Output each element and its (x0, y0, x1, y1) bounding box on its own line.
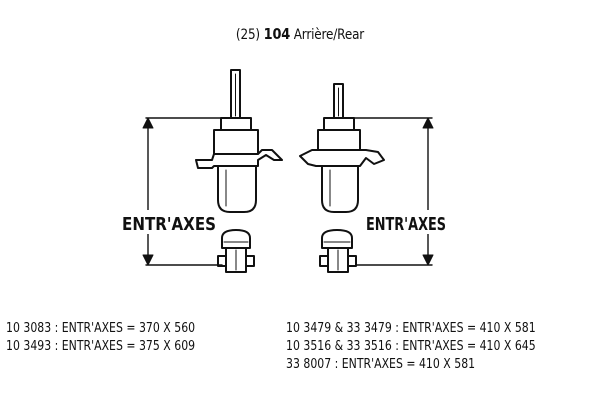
shock-absorber-drawing: ENTR'AXES ENTR'AXES (120, 69, 446, 273)
header-model: 104 (263, 25, 291, 43)
left-shock-absorber (142, 69, 283, 273)
reference-line: 10 3083 : ENTR'AXES = 370 X 560 (6, 321, 196, 336)
right-dimension-label: ENTR'AXES (366, 214, 446, 235)
page-header: (25) 104 Arrière/Rear (42, 25, 558, 43)
reference-list-right: 10 3479 & 33 3479 : ENTR'AXES = 410 X 58… (286, 320, 536, 374)
reference-line: 10 3493 : ENTR'AXES = 375 X 609 (6, 339, 196, 354)
reference-line: 33 8007 : ENTR'AXES = 410 X 581 (286, 357, 476, 372)
reference-list-left: 10 3083 : ENTR'AXES = 370 X 560 10 3493 … (6, 320, 195, 356)
reference-line: 10 3479 & 33 3479 : ENTR'AXES = 410 X 58… (286, 321, 536, 336)
header-prefix: (25) (235, 27, 260, 43)
left-dimension-label: ENTR'AXES (122, 214, 216, 235)
right-shock-absorber (299, 83, 434, 273)
reference-line: 10 3516 & 33 3516 : ENTR'AXES = 410 X 64… (286, 339, 536, 354)
header-position: Arrière/Rear (293, 27, 365, 43)
